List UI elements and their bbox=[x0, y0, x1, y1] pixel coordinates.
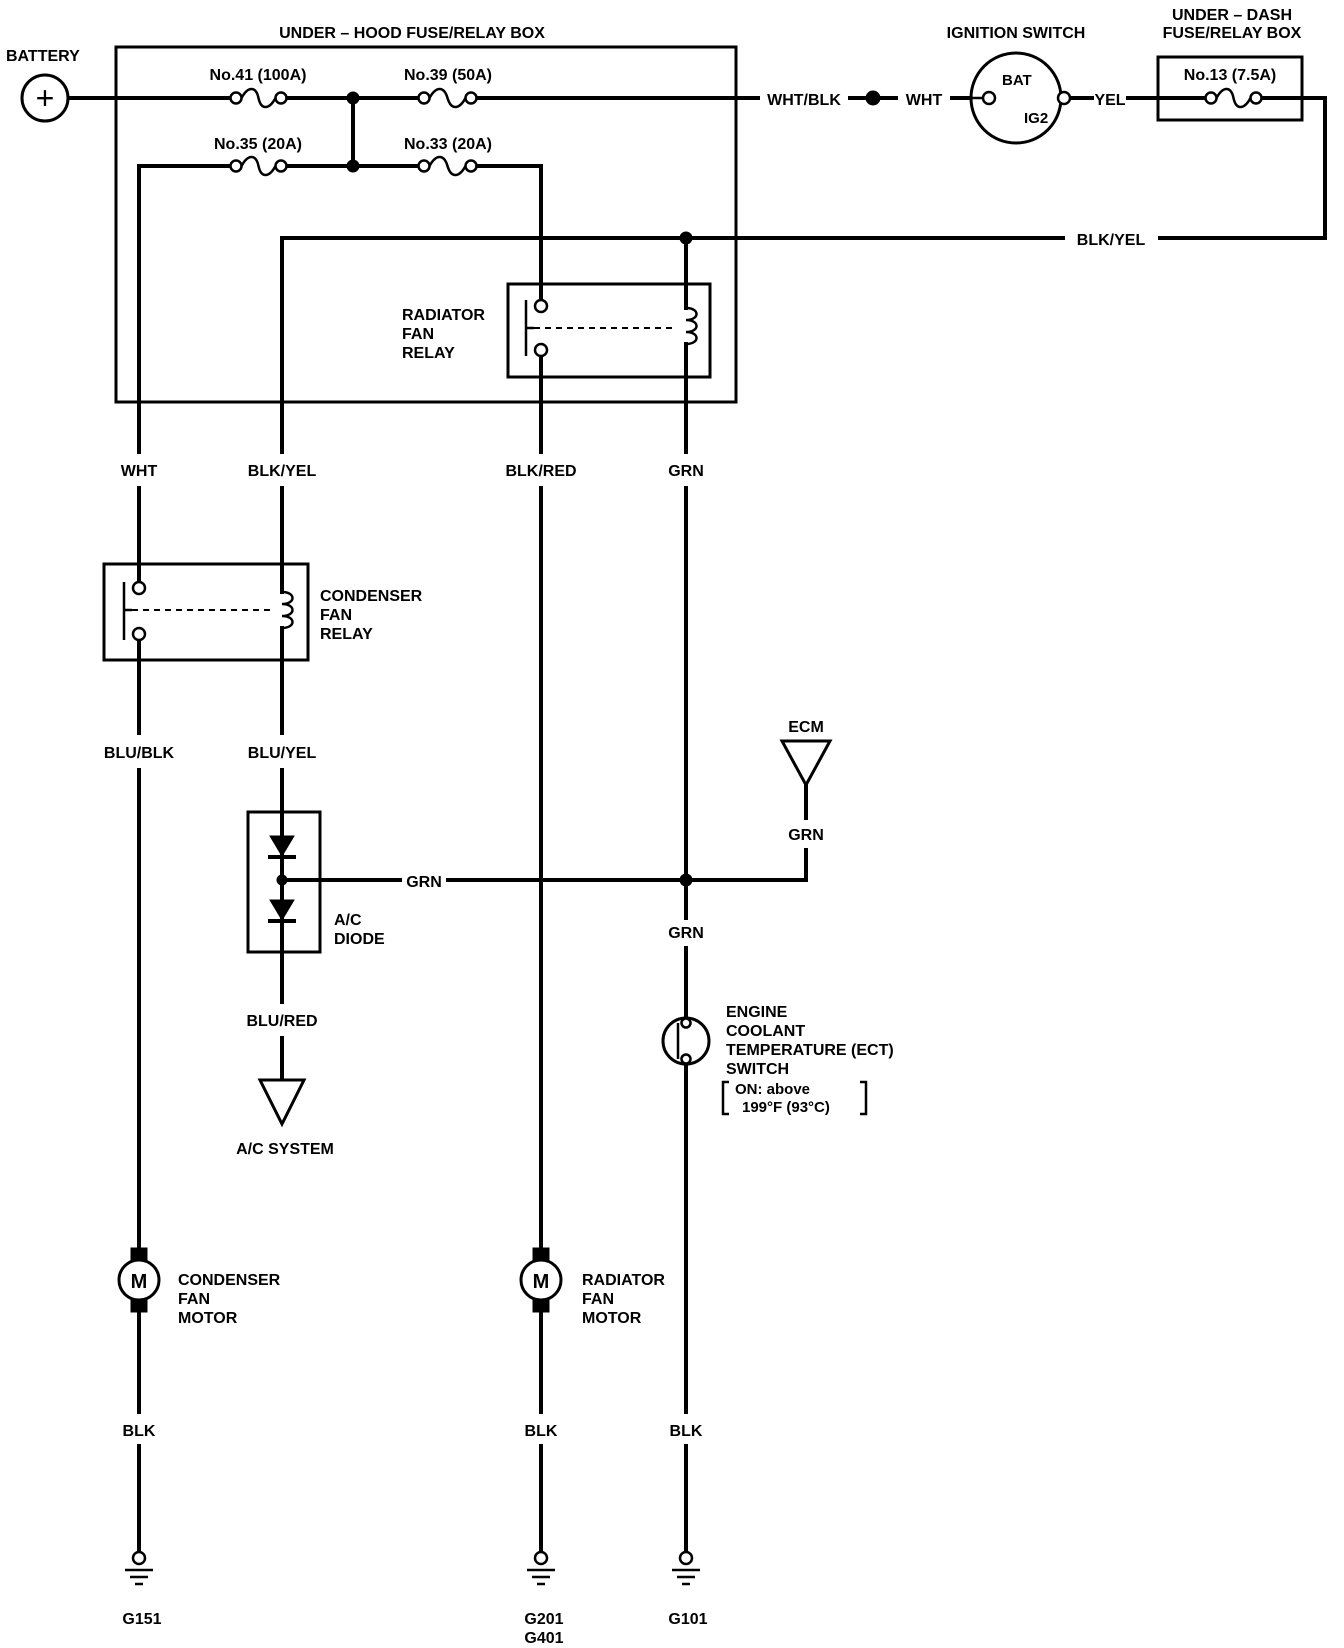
ignition-switch-label: IGNITION SWITCH bbox=[947, 25, 1086, 42]
under-dash-box-label-line1: UNDER – DASH bbox=[1172, 7, 1292, 24]
ect-switch-label-2: COOLANT bbox=[726, 1023, 805, 1040]
connector-dot-wht-blk bbox=[865, 90, 881, 106]
wire-label-grn-1: GRN bbox=[668, 463, 704, 480]
radiator-fan-relay-symbol bbox=[524, 298, 698, 358]
ac-diode-label-2: DIODE bbox=[334, 931, 385, 948]
battery-label: BATTERY bbox=[6, 48, 80, 65]
condenser-fan-motor-label-1: CONDENSER bbox=[178, 1272, 281, 1289]
ground-g151-label: G151 bbox=[122, 1611, 161, 1628]
condenser-fan-relay-label-1: CONDENSER bbox=[320, 588, 423, 605]
ect-switch-symbol bbox=[661, 1016, 711, 1066]
wire-label-blk-g201: BLK bbox=[525, 1423, 558, 1440]
ac-system-label: A/C SYSTEM bbox=[236, 1141, 334, 1158]
junction-dot-fuse-row2 bbox=[346, 159, 360, 173]
condenser-fan-relay-label-2: FAN bbox=[320, 607, 352, 624]
ect-switch-label-1: ENGINE bbox=[726, 1004, 788, 1021]
fuse-no39-symbol bbox=[417, 87, 478, 109]
ecm-label: ECM bbox=[788, 719, 824, 736]
ect-condition-line2: 199°F (93°C) bbox=[742, 1099, 830, 1116]
radiator-fan-relay-label-3: RELAY bbox=[402, 345, 455, 362]
wire-label-grn-2: GRN bbox=[668, 925, 704, 942]
wire-label-blk-red: BLK/RED bbox=[505, 463, 576, 480]
ac-diode-symbol bbox=[268, 835, 296, 923]
junction-dot-grn bbox=[679, 873, 693, 887]
wire-label-blu-blk: BLU/BLK bbox=[104, 745, 175, 762]
wire-label-wht: WHT bbox=[121, 463, 158, 480]
ac-diode-label-1: A/C bbox=[334, 912, 362, 929]
fuse-no35-symbol bbox=[229, 155, 288, 177]
radiator-fan-relay-label-1: RADIATOR bbox=[402, 307, 485, 324]
fuse-no33-symbol bbox=[417, 155, 478, 177]
radiator-fan-relay-label-2: FAN bbox=[402, 326, 434, 343]
fuse-no33-label: No.33 (20A) bbox=[404, 136, 492, 153]
fuse-no13-label: No.13 (7.5A) bbox=[1184, 67, 1276, 84]
wire-label-wht-blk: WHT/BLK bbox=[767, 92, 841, 109]
wire-label-blk-g151: BLK bbox=[123, 1423, 156, 1440]
radiator-fan-motor-symbol: M bbox=[519, 1247, 563, 1313]
ect-switch-label-3: TEMPERATURE (ECT) bbox=[726, 1042, 894, 1059]
ground-g401-label: G401 bbox=[524, 1630, 563, 1647]
ground-g101-label: G101 bbox=[668, 1611, 707, 1628]
wire-label-grn-ecm: GRN bbox=[788, 827, 824, 844]
fuse-no39-label: No.39 (50A) bbox=[404, 67, 492, 84]
ground-g151-symbol bbox=[125, 1550, 153, 1586]
condenser-fan-motor-label-2: FAN bbox=[178, 1291, 210, 1308]
battery-plus-sign: + bbox=[36, 80, 55, 116]
wire-label-yel: YEL bbox=[1094, 92, 1125, 109]
radiator-fan-motor-label-2: FAN bbox=[582, 1291, 614, 1308]
radiator-fan-motor-label-3: MOTOR bbox=[582, 1310, 642, 1327]
junction-dot-diode bbox=[276, 874, 288, 886]
condenser-fan-relay-symbol bbox=[122, 580, 294, 642]
radiator-fan-relay-box bbox=[506, 282, 712, 379]
condenser-fan-motor-symbol: M bbox=[117, 1247, 161, 1313]
junction-dot-fuse-row1 bbox=[346, 91, 360, 105]
radiator-motor-m-letter: M bbox=[533, 1271, 550, 1293]
wire-label-blu-yel: BLU/YEL bbox=[248, 745, 317, 762]
fuse-no35-label: No.35 (20A) bbox=[214, 136, 302, 153]
under-hood-fuse-relay-box bbox=[114, 45, 738, 404]
fuse-no41-label: No.41 (100A) bbox=[210, 67, 307, 84]
under-dash-box-label-line2: FUSE/RELAY BOX bbox=[1163, 25, 1302, 42]
ecm-connector-triangle bbox=[779, 739, 833, 789]
condenser-fan-motor-label-3: MOTOR bbox=[178, 1310, 238, 1327]
ect-condition-bracket bbox=[721, 1080, 868, 1116]
battery-symbol: + bbox=[20, 73, 70, 123]
under-hood-box-label: UNDER – HOOD FUSE/RELAY BOX bbox=[279, 25, 545, 42]
ground-g101-symbol bbox=[672, 1550, 700, 1586]
wire-label-blk-g101: BLK bbox=[670, 1423, 703, 1440]
wire-label-blk-yel: BLK/YEL bbox=[248, 463, 317, 480]
condenser-fan-relay-box bbox=[102, 562, 310, 662]
ground-g201-label: G201 bbox=[524, 1611, 563, 1628]
condenser-motor-m-letter: M bbox=[131, 1271, 148, 1293]
ignition-ig2-terminal-label: IG2 bbox=[1024, 110, 1048, 127]
under-dash-fuse-relay-box bbox=[1156, 55, 1304, 122]
ect-switch-label-4: SWITCH bbox=[726, 1061, 789, 1078]
condenser-fan-relay-label-3: RELAY bbox=[320, 626, 373, 643]
wire-label-grn-horizontal: GRN bbox=[406, 874, 442, 891]
fuse-no13-symbol bbox=[1204, 87, 1263, 109]
wire-label-blk-yel-top: BLK/YEL bbox=[1077, 232, 1146, 249]
wire-label-wht-ignition: WHT bbox=[906, 92, 943, 109]
ignition-bat-terminal-label: BAT bbox=[1002, 72, 1032, 89]
ignition-switch-symbol bbox=[958, 51, 1072, 145]
radiator-fan-motor-label-1: RADIATOR bbox=[582, 1272, 665, 1289]
junction-dot-blk-yel bbox=[679, 231, 693, 245]
ground-g201-g401-symbol bbox=[527, 1550, 555, 1586]
fuse-no41-symbol bbox=[229, 87, 288, 109]
ac-system-connector-triangle bbox=[257, 1078, 307, 1128]
wire-label-blu-red: BLU/RED bbox=[246, 1013, 317, 1030]
ect-condition-line1: ON: above bbox=[735, 1081, 810, 1098]
